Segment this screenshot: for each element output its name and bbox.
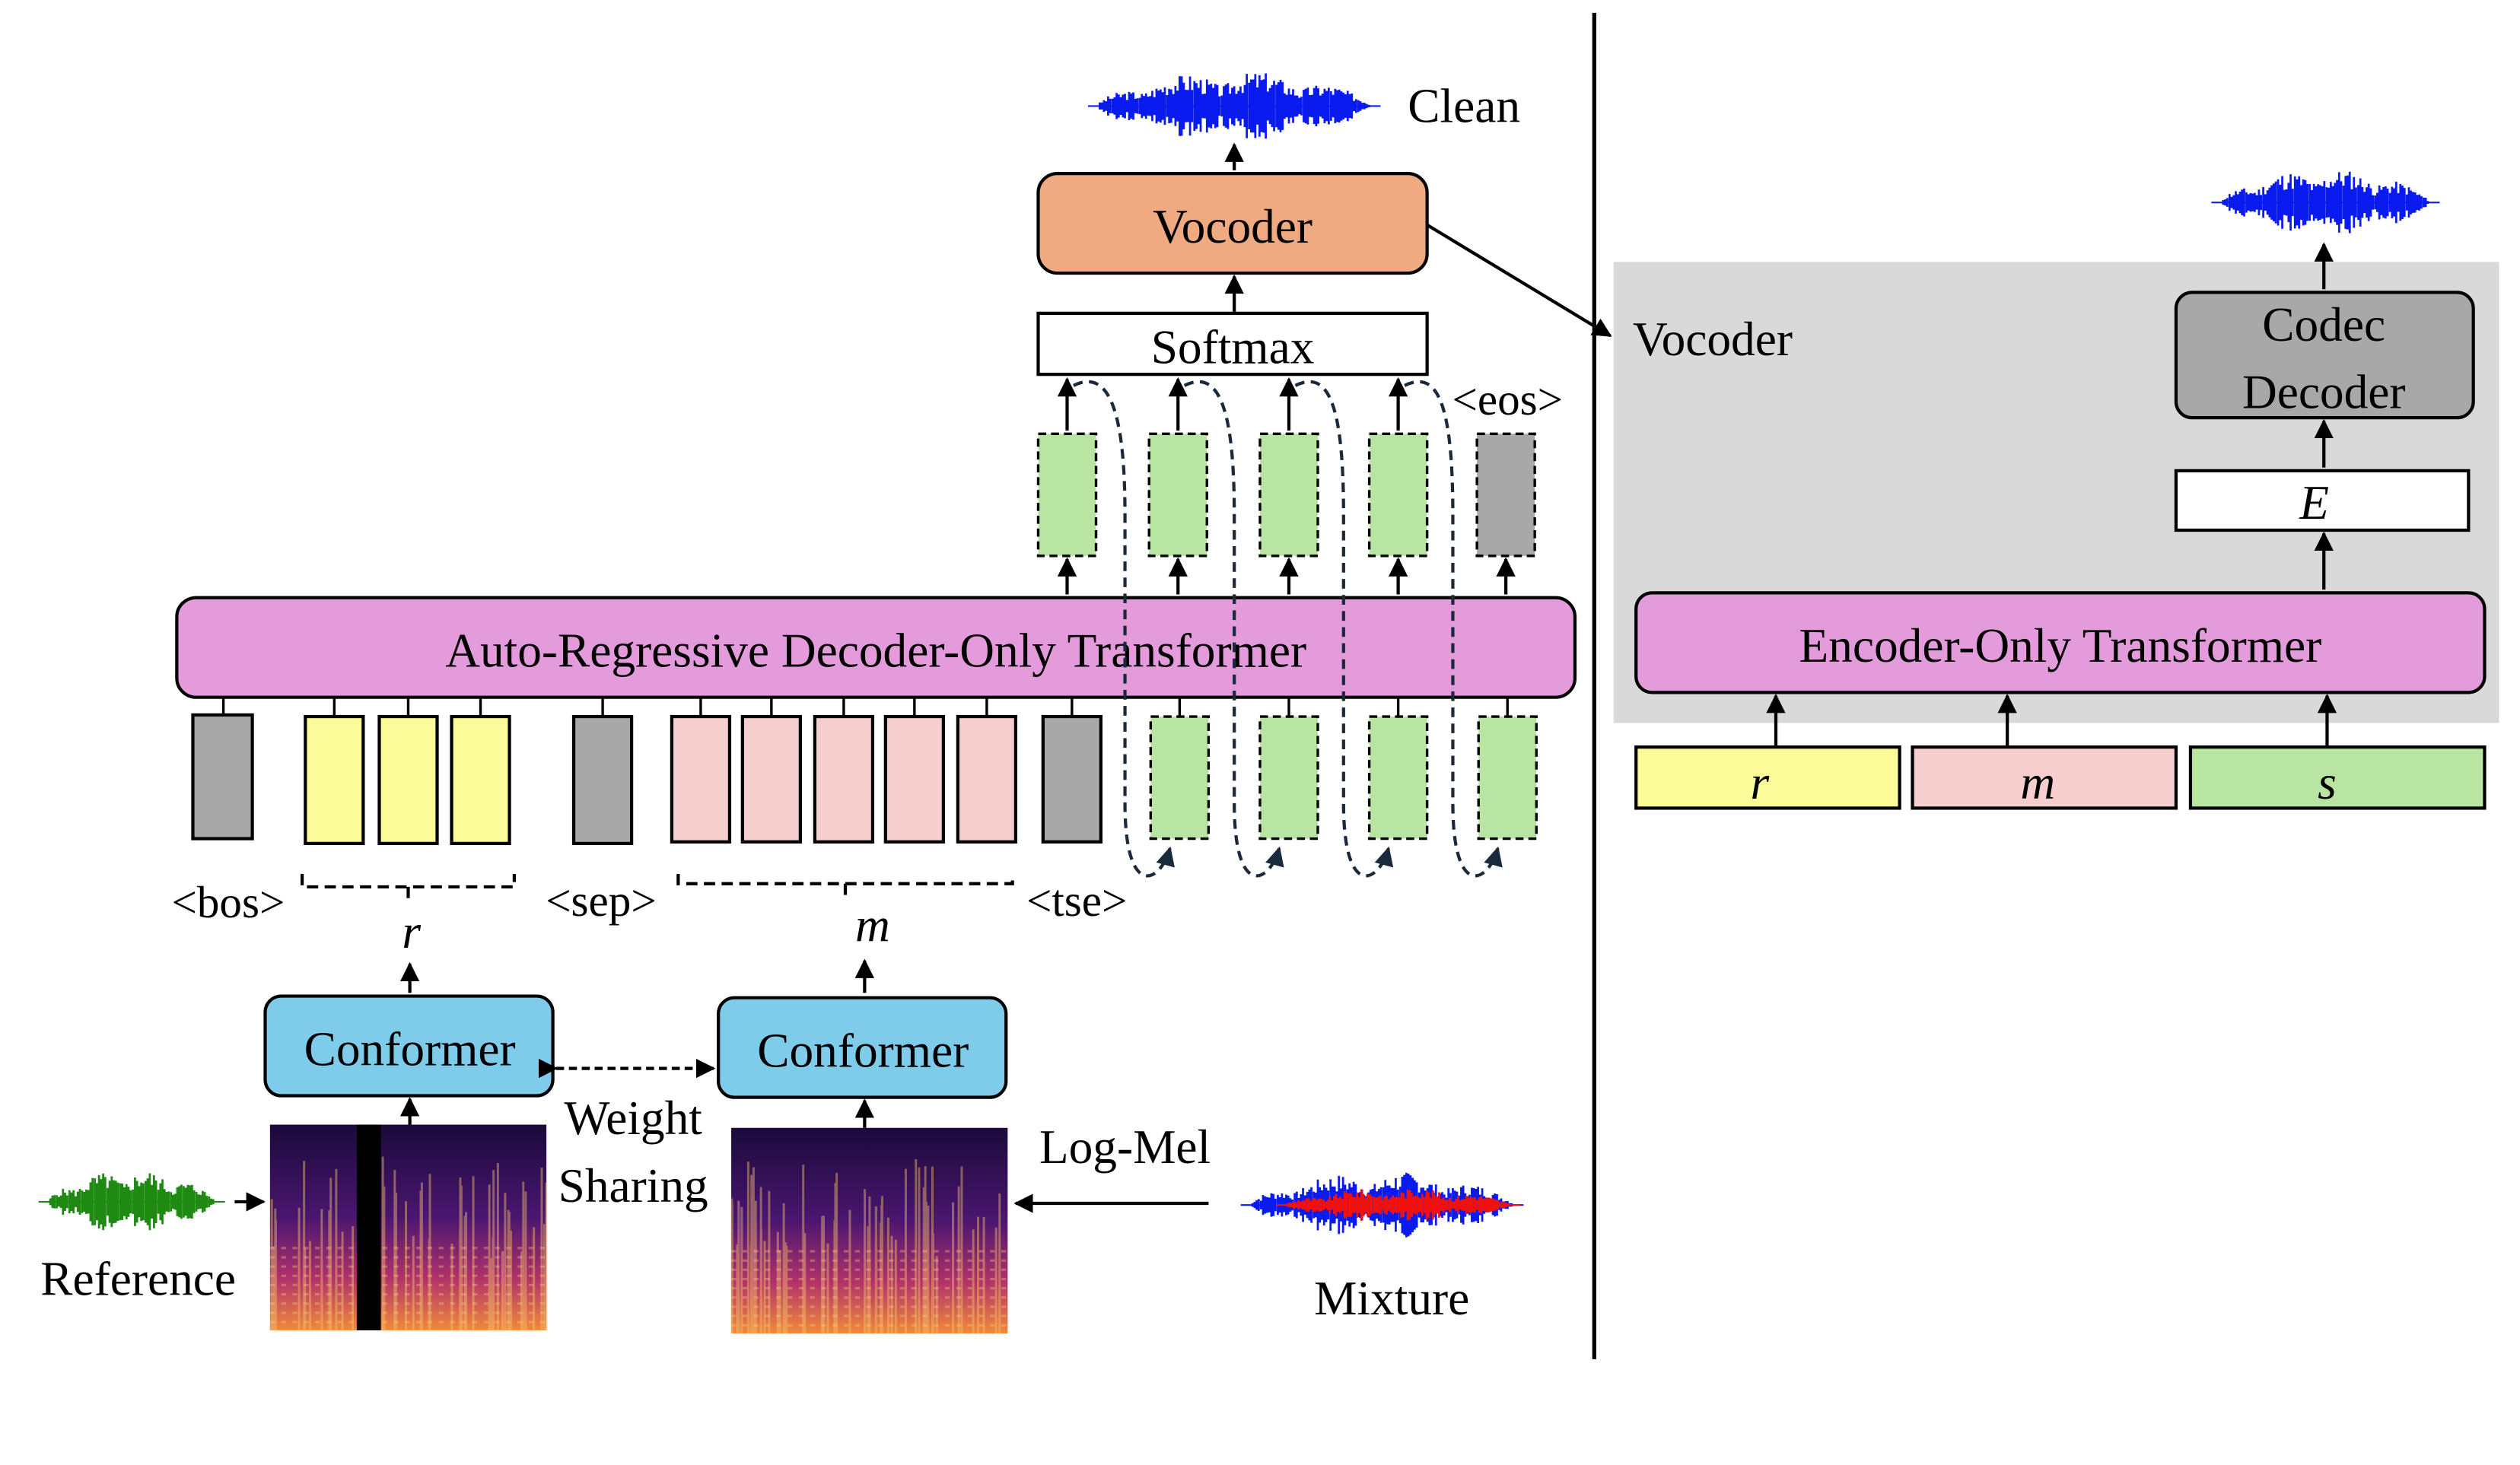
bos-token (191, 697, 254, 841)
input-r-label: r (1751, 756, 1770, 809)
arrow-vocoder-to-panel (1426, 223, 1612, 338)
eos-token (1475, 432, 1536, 595)
mixture-label: Mixture (1314, 1272, 1469, 1325)
generated-token (1477, 697, 1538, 841)
generated-token (1367, 697, 1429, 841)
weight-sharing-line1: Weight (564, 1092, 702, 1145)
vocoder-box (1036, 172, 1429, 275)
mix-token (883, 697, 945, 844)
output-token (1258, 377, 1319, 595)
input-tokens (191, 697, 1538, 846)
codec-decoder-line2: Decoder (2242, 365, 2406, 418)
clean-label: Clean (1408, 80, 1520, 133)
reference-label: Reference (40, 1252, 236, 1305)
ref-token (304, 697, 365, 846)
spectrogram-harmonics (269, 1247, 547, 1324)
output-token (1147, 377, 1208, 595)
softmax-box (1036, 311, 1429, 377)
decoder-box (175, 596, 1577, 699)
mix-token (813, 697, 875, 844)
vocoder-label: Vocoder (1153, 200, 1312, 253)
tse-token (1041, 697, 1102, 844)
tse-label: <tse> (1026, 876, 1127, 926)
decoder-label: Auto-Regressive Decoder-Only Transformer (445, 624, 1306, 678)
conformer-right-label: Conformer (757, 1025, 969, 1078)
conformer-left-label: Conformer (304, 1022, 516, 1076)
sep-token (571, 697, 634, 846)
conformer-left-box (263, 994, 555, 1098)
output-tokens (1036, 377, 1536, 595)
ref-token (450, 697, 511, 846)
output-token (1036, 377, 1098, 595)
mix-token (670, 697, 732, 844)
ref-token (377, 697, 439, 846)
feedback-loop (1073, 380, 1175, 878)
e-box (2174, 469, 2471, 532)
input-s-box (2188, 745, 2487, 810)
spectrogram-texture (730, 1158, 1001, 1334)
generated-token (1149, 697, 1211, 841)
reference-waveform (38, 1173, 225, 1231)
feedback-loop (1404, 380, 1503, 878)
mix-token (740, 697, 802, 844)
output-waveform (2211, 171, 2440, 234)
input-m-box (1911, 745, 2178, 810)
input-s-label: s (2318, 756, 2337, 809)
vocoder-panel-label: Vocoder (1633, 313, 1793, 366)
codec-decoder-box (2174, 291, 2475, 420)
reference-spectrogram (269, 1124, 548, 1330)
input-m-label: m (2020, 756, 2055, 809)
e-symbol: E (2299, 476, 2329, 529)
spectrogram-harmonics (731, 1250, 1008, 1327)
logmel-label: Log-Mel (1039, 1120, 1211, 1174)
codec-decoder-line1: Codec (2262, 298, 2385, 351)
conformer-right-box (717, 996, 1008, 1099)
feedback-loops (1073, 380, 1503, 878)
softmax-label: Softmax (1151, 320, 1315, 373)
encoder-label: Encoder-Only Transformer (1799, 619, 2321, 672)
mix-brace (676, 874, 1014, 897)
clean-waveform (1087, 73, 1381, 139)
bos-label: <bos> (172, 877, 285, 927)
feedback-loop (1294, 380, 1394, 878)
weight-sharing-line2: Sharing (558, 1159, 708, 1212)
ref-symbol: r (402, 905, 421, 958)
output-token (1367, 377, 1429, 595)
eos-label: <eos> (1452, 374, 1563, 424)
encoder-box (1634, 591, 2487, 694)
mix-token (956, 697, 1018, 844)
mixture-spectrogram (730, 1127, 1008, 1334)
mix-symbol: m (855, 899, 890, 952)
feedback-loop (1183, 380, 1284, 878)
mixture-waveform-red (1276, 1189, 1521, 1221)
input-r-box (1634, 745, 1901, 810)
ref-brace (300, 874, 517, 900)
generated-token (1258, 697, 1319, 841)
sep-label: <sep> (546, 876, 657, 926)
